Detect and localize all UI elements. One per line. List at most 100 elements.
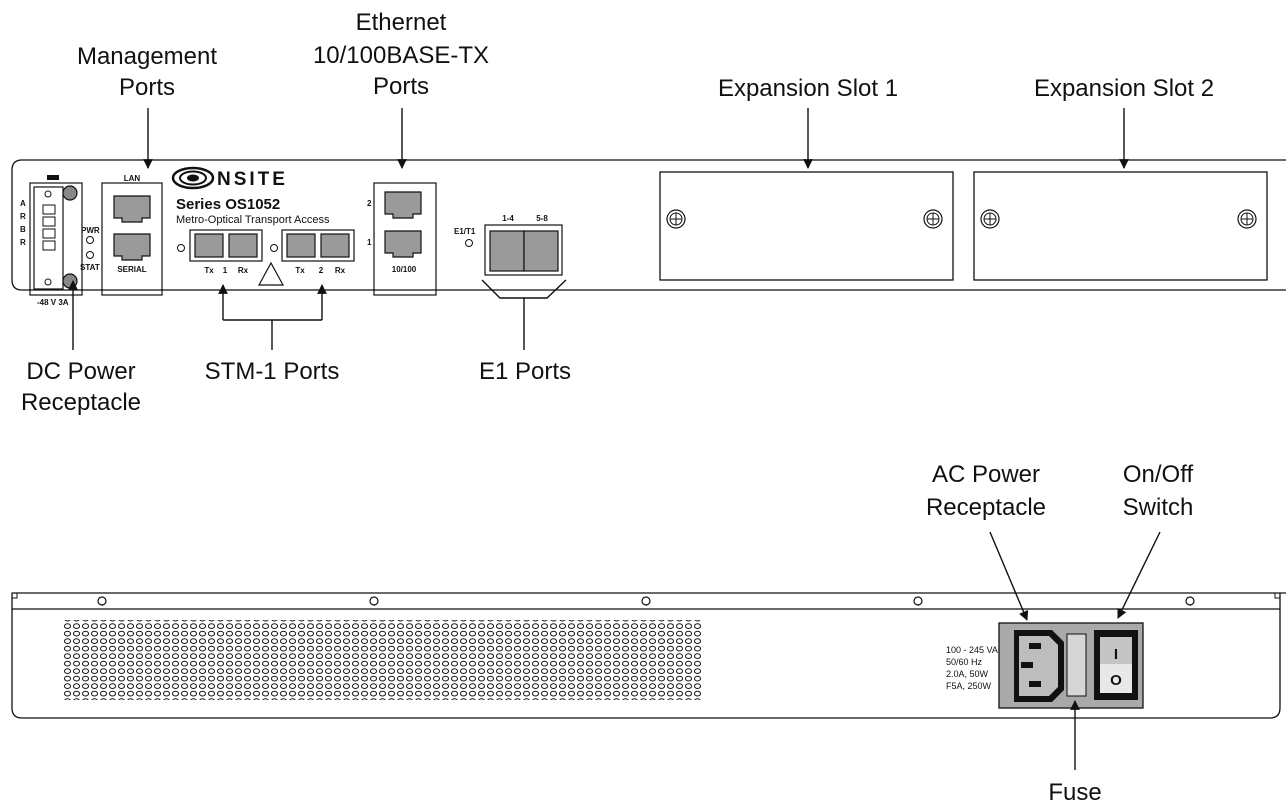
expansion-slot-1 [659,171,954,281]
dc-terminal-icon [42,228,56,239]
ac-rating-line: F5A, 250W [946,681,992,691]
stm1-port2-tx-icon [286,233,316,258]
e1t1-led-label: E1/T1 [454,227,476,236]
front-panel: A R B R -48 V 3A PWR STAT LAN SERIAL [11,159,1286,307]
callout-text: Switch [1123,494,1194,521]
callout-text: STM-1 Ports [205,358,340,385]
eth-port-number: 1 [367,238,372,247]
rear-panel: 100 - 245 VAC 50/60 Hz 2.0A, 50W F5A, 25… [11,592,1286,719]
stm1-port1-label: Rx [238,266,249,275]
dc-terminal-label: B [20,225,26,234]
serial-port-icon [113,233,151,261]
product-tagline: Metro-Optical Transport Access [176,214,330,226]
ethernet-ports: 2 1 10/100 [367,182,437,296]
e1-group-label: 1-4 [502,214,514,223]
callout-text: Management [77,43,217,70]
serial-label: SERIAL [117,265,146,274]
callout-text: E1 Ports [479,358,571,385]
rear-lid-lip [11,593,1281,610]
dc-terminal-block [33,186,64,290]
callout-ac-power: AC Power Receptacle [926,461,1046,621]
stm1-port2-led-icon [270,244,278,252]
ethernet-port-frame [373,182,437,296]
callout-text: On/Off [1123,461,1194,488]
front-chassis-outline [11,159,1286,291]
ac-pin-icon [1029,643,1041,649]
dc-terminal-icon [42,216,56,227]
ac-rating-line: 50/60 Hz [946,657,983,667]
dc-rating-label: -48 V 3A [37,298,69,307]
ac-pin-icon [1029,681,1041,687]
dc-terminal-icon [42,240,56,251]
laser-warning-icon [257,261,285,286]
ac-rating-line: 100 - 245 VAC [946,645,1005,655]
leader-line [1117,531,1161,619]
lan-port-icon [113,195,151,223]
model-name: Series OS1052 [176,196,280,213]
callout-stm1-ports: STM-1 Ports [205,284,340,385]
expansion-slot-2-cover [973,171,1268,281]
status-leds: PWR STAT [80,226,100,272]
stm1-port2-housing [281,229,355,262]
e1-port-1-4-icon [489,230,525,272]
rear-screw-icon [369,596,379,606]
expansion-slot-2 [973,171,1268,281]
callout-text: Expansion Slot 2 [1034,75,1214,102]
ac-rating-label: 100 - 245 VAC 50/60 Hz 2.0A, 50W F5A, 25… [946,645,1005,691]
switch-on-symbol: I [1114,646,1118,663]
e1-group-label: 5-8 [536,214,548,223]
eth-speed-label: 10/100 [392,265,417,274]
rear-chassis-outline [11,609,1281,719]
dc-screw-icon [44,278,52,286]
slot-screw-icon [923,209,943,229]
dc-indicator-bar [47,175,59,180]
leader-bracket [481,279,567,299]
mount-screw-icon [62,273,78,289]
callout-expansion-slot-1: Expansion Slot 1 [718,75,898,169]
stm1-port1-led-icon [177,244,185,252]
callout-on-off-switch: On/Off Switch [1117,461,1194,619]
leader-line [989,531,1029,621]
expansion-slot-1-cover [659,171,954,281]
e1-port-5-8-icon [523,230,559,272]
brand-area: NSITE Series OS1052 Metro-Optical Transp… [171,166,330,226]
callout-e1-ports: E1 Ports [479,279,571,385]
onsite-logo-icon [171,166,215,190]
stm1-ports: Tx 1 Rx Tx 2 Rx [177,229,355,286]
rear-corner-tab [1274,592,1281,599]
stm1-port1-rx-icon [228,233,258,258]
callout-management-ports: Management Ports [77,43,217,169]
slot-screw-icon [980,209,1000,229]
stm1-port1-label: Tx [204,266,214,275]
mount-screw-icon [62,185,78,201]
callout-text: DC Power [26,358,135,385]
dc-terminal-label: R [20,238,26,247]
fuse-drawer-icon [1066,633,1087,697]
slot-screw-icon [666,209,686,229]
ethernet-port-1-icon [384,230,422,258]
stm1-port1-label: 1 [223,266,228,275]
stm1-port1-housing [189,229,263,262]
callout-text: Expansion Slot 1 [718,75,898,102]
ventilation-grille [62,620,701,700]
brand-name: NSITE [217,169,288,190]
stm1-port2-rx-icon [320,233,350,258]
stm1-port1-tx-icon [194,233,224,258]
pwr-led-label: PWR [81,226,100,235]
rear-screw-icon [97,596,107,606]
lan-label: LAN [124,174,141,183]
stat-led-icon [86,251,94,259]
callout-text: Ethernet [356,9,447,36]
rear-corner-tab [11,592,18,599]
power-entry-module: I O [998,622,1144,709]
dc-terminal-label: A [20,199,26,208]
pwr-led-icon [86,236,94,244]
switch-rocker-lower [1100,664,1132,693]
eth-port-number: 2 [367,199,372,208]
management-ports: LAN SERIAL [101,174,163,296]
ac-rating-line: 2.0A, 50W [946,669,989,679]
callout-text: Receptacle [926,494,1046,521]
switch-off-symbol: O [1110,672,1122,689]
dc-terminal-label: R [20,212,26,221]
